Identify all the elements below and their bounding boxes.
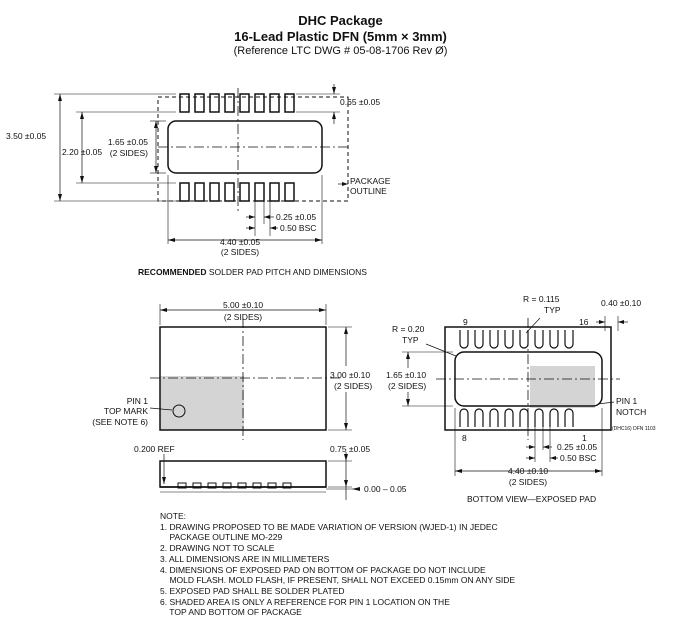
pin1-notch-label-2: NOTCH <box>616 407 647 417</box>
rec-pad-pitch-a: 0.25 ±0.05 <box>276 212 317 222</box>
bottom-pitch: 0.50 BSC <box>560 453 597 463</box>
pin1-notch-label: PIN 1 <box>616 396 638 406</box>
rec-overall-width-label: 3.50 ±0.05 <box>6 131 47 141</box>
rec-exposed-pad-width-note: (2 SIDES) <box>109 148 148 158</box>
pin-1-label: 1 <box>582 433 587 443</box>
package-subtitle: 16-Lead Plastic DFN (5mm × 3mm) <box>234 29 447 44</box>
note-line: 1. DRAWING PROPOSED TO BE MADE VARIATION… <box>160 522 498 532</box>
package-outline-label-2: OUTLINE <box>350 186 387 196</box>
note-line: 5. EXPOSED PAD SHALL BE SOLDER PLATED <box>160 586 345 596</box>
rec-exposed-length-label: 4.40 ±0.05 <box>219 237 261 247</box>
top-pad-row <box>179 93 295 113</box>
recommended-caption: RECOMMENDED SOLDER PAD PITCH AND DIMENSI… <box>138 268 367 277</box>
bottom-pad-row <box>179 182 295 202</box>
pin1-mark-label: PIN 1 <box>126 396 148 406</box>
bottom-pad-width: 0.25 ±0.05 <box>557 442 598 452</box>
pin-9-label: 9 <box>463 317 468 327</box>
side-view <box>159 452 360 500</box>
top-length-label: 5.00 ±0.10 <box>222 300 264 310</box>
pin-8-label: 8 <box>462 433 467 443</box>
rec-exposed-pad-width-label: 1.65 ±0.05 <box>107 137 148 147</box>
note-line: TOP AND BOTTOM OF PACKAGE <box>160 607 302 617</box>
note-line: MOLD FLASH. MOLD FLASH, IF PRESENT, SHAL… <box>160 575 516 585</box>
bottom-radius-large-note: TYP <box>402 335 419 345</box>
bottom-radius-large: R = 0.20 <box>392 324 425 334</box>
pin1-mark-label-3: (SEE NOTE 6) <box>92 417 148 427</box>
bottom-exposed-width: 1.65 ±0.10 <box>386 370 427 380</box>
note-line: PACKAGE OUTLINE MO-229 <box>160 532 283 542</box>
bottom-radius-small: R = 0.115 <box>523 294 560 304</box>
rec-pad-pitch-b: 0.50 BSC <box>280 223 317 233</box>
bottom-radius-small-note: TYP <box>544 305 561 315</box>
bottom-view-caption: BOTTOM VIEW—EXPOSED PAD <box>467 494 597 504</box>
reference-drawing: (Reference LTC DWG # 05-08-1706 Rev Ø) <box>233 45 448 57</box>
pin-16-label: 16 <box>579 317 589 327</box>
pin1-mark-label-2: TOP MARK <box>103 406 148 416</box>
note-line: 3. ALL DIMENSIONS ARE IN MILLIMETERS <box>160 554 330 564</box>
top-width-label: 3.00 ±0.10 <box>330 370 371 380</box>
rec-exposed-length-note: (2 SIDES) <box>220 247 260 257</box>
top-view <box>149 304 352 440</box>
note-line: 4. DIMENSIONS OF EXPOSED PAD ON BOTTOM O… <box>160 565 486 575</box>
rec-pad-row-span-label: 2.20 ±0.05 <box>62 147 103 157</box>
bottom-view <box>402 316 628 476</box>
bottom-exposed-length-note: (2 SIDES) <box>508 477 548 487</box>
side-ref-label: 0.200 REF <box>134 444 175 454</box>
bottom-pad-offset: 0.40 ±0.10 <box>601 298 642 308</box>
note-line: 2. DRAWING NOT TO SCALE <box>160 543 275 553</box>
note-line: 6. SHADED AREA IS ONLY A REFERENCE FOR P… <box>160 597 450 607</box>
drawing-id: (DHC16) DFN 1103 <box>612 426 656 432</box>
side-standoff-label: 0.00 – 0.05 <box>364 484 407 494</box>
caption-bold: RECOMMENDED <box>138 267 207 277</box>
side-height-label: 0.75 ±0.05 <box>330 444 371 454</box>
recommended-footprint <box>54 84 349 244</box>
package-title: DHC Package <box>298 13 383 28</box>
top-length-note: (2 SIDES) <box>223 312 263 322</box>
notes-heading: NOTE: <box>160 511 186 521</box>
top-width-note: (2 SIDES) <box>334 381 373 391</box>
bottom-exposed-length: 4.40 ±0.10 <box>507 466 549 476</box>
bottom-exposed-width-note: (2 SIDES) <box>388 381 427 391</box>
caption-rest: SOLDER PAD PITCH AND DIMENSIONS <box>206 267 367 277</box>
rec-pad-width-label: 0.65 ±0.05 <box>340 97 381 107</box>
package-outline-label: PACKAGE <box>350 176 391 186</box>
